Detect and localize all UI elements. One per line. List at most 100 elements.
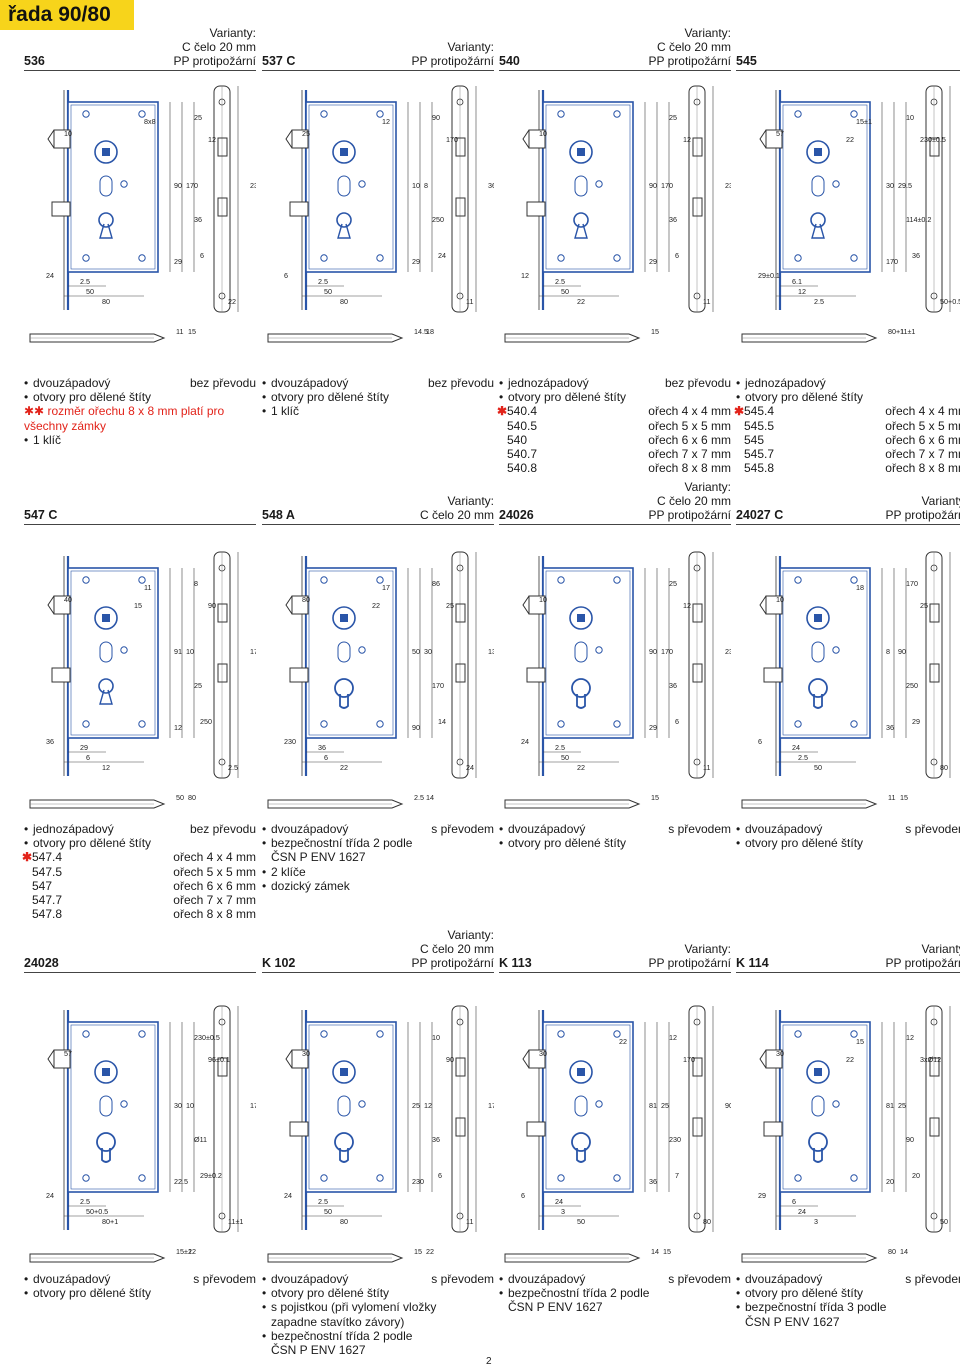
- dimension-label: 170: [488, 1101, 494, 1110]
- dimension-label: 10: [776, 595, 784, 604]
- variant-line: Varianty:: [684, 480, 731, 494]
- dimension-label: 50: [814, 763, 822, 772]
- variant-line: Varianty:: [921, 942, 960, 956]
- variant-line: Varianty:: [921, 494, 960, 508]
- dimension-label: 11: [466, 1217, 473, 1226]
- dimension-label: 22: [577, 763, 585, 772]
- dimension-label: 11: [176, 327, 183, 336]
- dimension-label: 29.5: [898, 181, 912, 190]
- spindle-size: ořech 5 x 5 mm: [173, 864, 256, 879]
- dimension-label: 14: [426, 793, 434, 802]
- bullet: •: [499, 376, 504, 390]
- feature-item: •bezpečnostní třída 2 podle: [262, 836, 494, 850]
- asterisk-icon: ✱: [22, 850, 33, 865]
- page-title: řada 90/80: [0, 0, 134, 30]
- model-code: 24026: [499, 508, 534, 522]
- dimension-label: 10: [412, 181, 420, 190]
- dimension-label: 25: [669, 579, 677, 588]
- cell-header: 545: [736, 22, 960, 71]
- dimension-label: 12: [683, 601, 691, 610]
- feature-item: •2 klíče: [262, 865, 494, 879]
- header-rule: [24, 524, 256, 525]
- feature-text: dvouzápadový: [271, 822, 349, 836]
- dimension-label: 114±0.2: [906, 215, 931, 224]
- feature-text: bezpečnostní třída 3 podle: [745, 1300, 887, 1315]
- dimension-label: 90: [208, 601, 216, 610]
- header-rule: [499, 524, 731, 525]
- dimension-label: 11: [144, 583, 151, 592]
- variant-line: Varianty:: [447, 928, 494, 942]
- dimension-label: 50: [412, 647, 420, 656]
- dimension-label: 36: [488, 181, 494, 190]
- feature-item: •otvory pro dělené štíty: [499, 390, 731, 404]
- dimension-label: 25: [194, 113, 202, 122]
- dimension-label: 12: [174, 723, 182, 732]
- variant-line: PP protipožární: [173, 54, 257, 68]
- dimension-label: 50: [577, 1217, 585, 1226]
- dimension-label: 3xØ12: [920, 1055, 941, 1064]
- dimension-label: 230±0.5: [920, 135, 946, 144]
- dimension-label: 40: [64, 595, 72, 604]
- dimension-label: 6: [675, 251, 679, 260]
- model-code: 537 C: [262, 54, 296, 68]
- model-code: K 113: [499, 956, 532, 970]
- dimension-label: 230: [725, 181, 731, 190]
- variant-line: C čelo 20 mm: [181, 40, 256, 54]
- feature-list: •jednozápadový•otvory pro dělené štíty✱5…: [734, 376, 960, 475]
- dimension-label: 22: [577, 297, 585, 306]
- variant-line: Varianty:: [209, 26, 256, 40]
- lock-schematic-svg: 573029.510230±0.5max.22114±0.21703629±0.…: [741, 85, 960, 343]
- asterisk-icon: ✱: [734, 404, 745, 419]
- dimension-label: 10: [64, 129, 72, 138]
- dimension-label: 25: [920, 601, 928, 610]
- dimension-label: 22: [188, 1247, 196, 1256]
- dimension-label: 80: [888, 1247, 896, 1256]
- variant-line: PP protipožární: [648, 508, 732, 522]
- bullet: •: [499, 836, 504, 851]
- feature-item: •otvory pro dělené štíty: [499, 836, 731, 850]
- dimension-label: 20: [886, 1177, 894, 1186]
- spindle-size: ořech 6 x 6 mm: [648, 432, 731, 447]
- variants-block: Varianty:PP protipožární: [412, 40, 495, 68]
- variant-line: Varianty:: [447, 494, 494, 508]
- dimension-label: 170: [250, 647, 256, 656]
- bullet: •: [736, 390, 741, 405]
- variant-line: C čelo 20 mm: [656, 40, 731, 54]
- feature-item: ČSN P ENV 1627: [262, 1343, 494, 1357]
- dimension-label: 11±1: [900, 327, 915, 336]
- lock-drawing: 308125123xØ121709020202962435080141522: [736, 992, 960, 1292]
- dimension-label: 24: [521, 737, 529, 746]
- lock-schematic-svg: 308125121709023036762435080141522: [504, 1005, 731, 1263]
- feature-text: otvory pro dělené štíty: [271, 390, 390, 405]
- model-variant: 540.5: [507, 418, 538, 433]
- feature-item: •1 klíč: [24, 433, 256, 447]
- header-rule: [736, 524, 960, 525]
- dimension-label: 81: [886, 1101, 894, 1110]
- dimension-label: 22: [846, 1055, 854, 1064]
- header-rule: [262, 524, 494, 525]
- feature-text: bezpečnostní třída 2 podle: [271, 1328, 413, 1343]
- spindle-size: ořech 4 x 4 mm: [885, 404, 960, 419]
- feature-text: ČSN P ENV 1627: [508, 1300, 603, 1315]
- dimension-label: 11: [888, 793, 895, 802]
- dimension-label: 24: [792, 743, 800, 752]
- dimension-label: 30: [424, 647, 432, 656]
- model-code: 548 A: [262, 508, 295, 522]
- bullet: •: [262, 1286, 267, 1301]
- dimension-label: 90: [432, 113, 440, 122]
- model-variant: 545.4: [744, 404, 775, 419]
- dimension-label: 22.5: [174, 1177, 188, 1186]
